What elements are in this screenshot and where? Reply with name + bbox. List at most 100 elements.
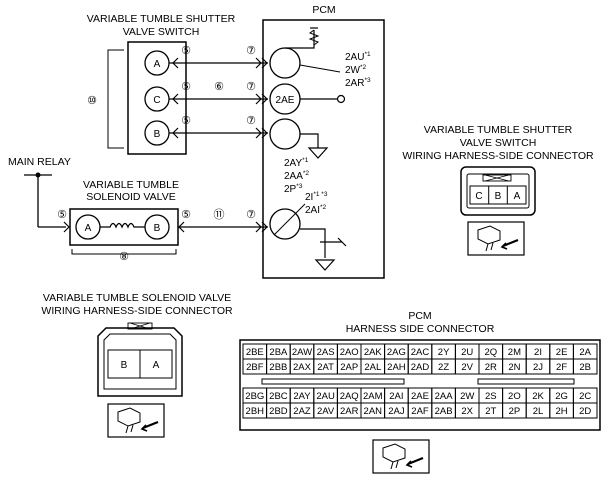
solenoid-connector-title-1: VARIABLE TUMBLE SOLENOID VALVE [43, 292, 231, 304]
shutter-connector-pin-a: A [514, 191, 521, 202]
connector-pin-label: 2AY [293, 391, 311, 402]
solenoid-bracket [71, 249, 177, 255]
connector-pin-label: 2P [509, 406, 521, 417]
pcm-t3-line1: 2AY*1 [284, 157, 309, 169]
pcm-terminal-4-leader [273, 203, 306, 236]
connector-pin-label: 2H [556, 406, 568, 417]
wire-switch-a [169, 57, 268, 69]
connector-pin-label: 2R [485, 362, 497, 373]
connector-pin-label: 2AU [316, 391, 335, 402]
connector-pin-label: 2AT [317, 362, 334, 373]
connector-pin-label: 2BC [269, 391, 288, 402]
connector-pin-label: 2AF [411, 406, 429, 417]
connector-arrow [63, 221, 70, 233]
pcm-terminal-1 [269, 47, 301, 79]
coil-icon [100, 222, 145, 229]
pcm-t4-line2: 2AI*2 [305, 204, 327, 216]
shutter-switch-body [127, 41, 187, 155]
shutter-connector-pin-b: B [495, 191, 502, 202]
connector-pin-label: 2AQ [340, 391, 359, 402]
pcm-t1-line3: 2AR*3 [345, 77, 371, 89]
connector-latch-right [477, 378, 575, 385]
connector-pin-label: 2AX [293, 362, 312, 373]
probe-icon [107, 403, 165, 438]
connector-pin-label: 2BB [269, 362, 287, 373]
shutter-connector-pin-c: C [475, 191, 482, 202]
pcm-t4-line1: 2I*1 *3 [305, 191, 328, 203]
wire-label-7-sol: ⑦ [246, 209, 256, 221]
connector-pin-label: 2BA [269, 347, 288, 358]
pcm-terminal-2-node [336, 94, 346, 104]
pcm-t1-line1: 2AU*1 [345, 51, 371, 63]
connector-pin-label: 2AP [340, 362, 358, 373]
ground-icon [307, 147, 329, 159]
switch-bracket [107, 49, 124, 149]
resistor-zigzag-icon [308, 29, 320, 46]
switch-terminal-c-label: C [153, 95, 160, 106]
connector-pin-label: 2K [532, 391, 544, 402]
wire-solenoid-to-pcm [178, 221, 268, 233]
connector-pin-label: 2L [533, 406, 544, 417]
connector-cell [572, 358, 598, 375]
connector-pin-label: 2AR [340, 406, 359, 417]
connector-pin-label: 2AN [364, 406, 383, 417]
connector-pin-label: 2I [534, 347, 542, 358]
shutter-connector-face [460, 166, 536, 216]
pcm-terminal-1-leader [299, 64, 341, 73]
connector-pin-label: 2AZ [293, 406, 311, 417]
wire-switch-c [169, 93, 268, 105]
connector-pin-label: 2BE [246, 347, 264, 358]
probe-icon [467, 221, 525, 256]
wire-label-5-relay: ⑤ [57, 209, 67, 221]
solenoid-connector-pin-a: A [153, 360, 160, 371]
wire-label-7-b: ⑦ [246, 115, 256, 127]
connector-pin-label: 2E [556, 347, 568, 358]
connector-pin-label: 2Z [438, 362, 449, 373]
switch-terminal-b-label: B [154, 129, 161, 140]
connector-pin-label: 2AW [292, 347, 312, 358]
connector-pin-label: 2BF [246, 362, 264, 373]
wire-switch-b [169, 127, 268, 139]
connector-pin-label: 2AH [387, 362, 406, 373]
connector-pin-label: 2BD [269, 406, 288, 417]
ref-number-8: ⑧ [119, 251, 129, 263]
connector-pin-label: 2G [555, 391, 568, 402]
pcm-connector-body [239, 339, 601, 431]
connector-pin-label: 2F [556, 362, 567, 373]
pcm-connector-title-1: PCM [408, 310, 431, 322]
connector-pin-label: 2V [461, 362, 473, 373]
wire-label-11: ⑪ [214, 208, 225, 221]
connector-cell [572, 402, 598, 419]
pcm-terminal-3-lead [300, 133, 319, 148]
connector-pin-label: 2AC [411, 347, 430, 358]
wire-label-5-c: ⑤ [181, 81, 191, 93]
shutter-connector-title-3: WIRING HARNESS-SIDE CONNECTOR [402, 150, 594, 162]
wire-label-7-a: ⑦ [246, 45, 256, 57]
connector-pin-label: 2A [579, 347, 591, 358]
solenoid-connector-title-2: WIRING HARNESS-SIDE CONNECTOR [41, 305, 233, 317]
shutter-switch-title-1: VARIABLE TUMBLE SHUTTER [87, 13, 236, 25]
wire-label-6: ⑥ [214, 81, 224, 93]
connector-pin-label: 2Y [438, 347, 450, 358]
switch-terminal-a-label: A [154, 59, 161, 70]
connector-pin-label: 2X [461, 406, 473, 417]
transistor-mark [337, 237, 347, 247]
pcm-t1-line2: 2W*2 [345, 64, 367, 76]
connector-pin-label: 2AA [435, 391, 454, 402]
shutter-switch-title-2: VALVE SWITCH [123, 26, 200, 38]
wire-label-7-c: ⑦ [246, 81, 256, 93]
solenoid-terminal-a-label: A [85, 223, 92, 234]
pcm-terminal-1-lead [285, 30, 315, 49]
connector-pin-label: 2AB [435, 406, 453, 417]
connector-pin-label: 2AS [317, 347, 335, 358]
pcm-connector-title-2: HARNESS SIDE CONNECTOR [346, 323, 495, 335]
pcm-title: PCM [312, 4, 335, 16]
connector-pin-label: 2C [579, 391, 591, 402]
connector-pin-label: 2S [485, 391, 497, 402]
probe-icon [372, 439, 430, 474]
connector-pin-label: 2AL [364, 362, 381, 373]
connector-pin-label: 2AV [317, 406, 335, 417]
connector-latch-left [261, 378, 405, 385]
ground-icon [314, 259, 336, 271]
